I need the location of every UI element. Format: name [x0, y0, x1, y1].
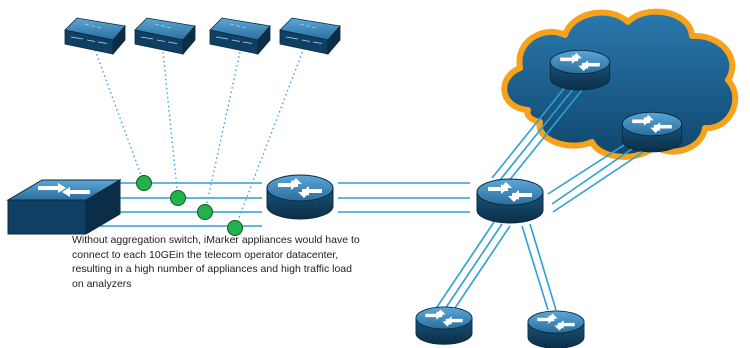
cloud-shape — [501, 8, 739, 160]
router-icon — [266, 174, 334, 220]
cloud-router-icon — [621, 111, 683, 153]
edge-router-icon — [527, 310, 585, 348]
core-edge-links — [434, 221, 557, 315]
imarker-appliance — [279, 17, 341, 55]
edge-router-icon — [415, 306, 473, 345]
caption-line: on analyzers — [72, 277, 132, 290]
cloud-router-icon — [549, 49, 611, 91]
tap-point — [136, 175, 152, 191]
router-core-links — [338, 182, 470, 213]
imarker-appliance — [209, 17, 271, 55]
switch-icon — [6, 179, 122, 235]
imarker-appliance — [134, 17, 196, 55]
caption-line: resulting in a high number of appliances… — [72, 263, 352, 275]
caption-line: Without aggregation switch, iMarker appl… — [72, 234, 360, 246]
tap-points — [136, 175, 243, 236]
imarker-appliance — [64, 17, 126, 55]
tap-point — [197, 204, 213, 220]
core-cloud-links — [491, 85, 647, 213]
core-router-icon — [476, 178, 544, 224]
tap-lines — [94, 47, 305, 229]
tap-point — [170, 190, 186, 206]
tap-point — [227, 220, 243, 236]
caption-line: connect to each 10GEin the telecom opera… — [72, 248, 339, 261]
diagram-caption: Without aggregation switch, iMarker appl… — [72, 233, 412, 291]
